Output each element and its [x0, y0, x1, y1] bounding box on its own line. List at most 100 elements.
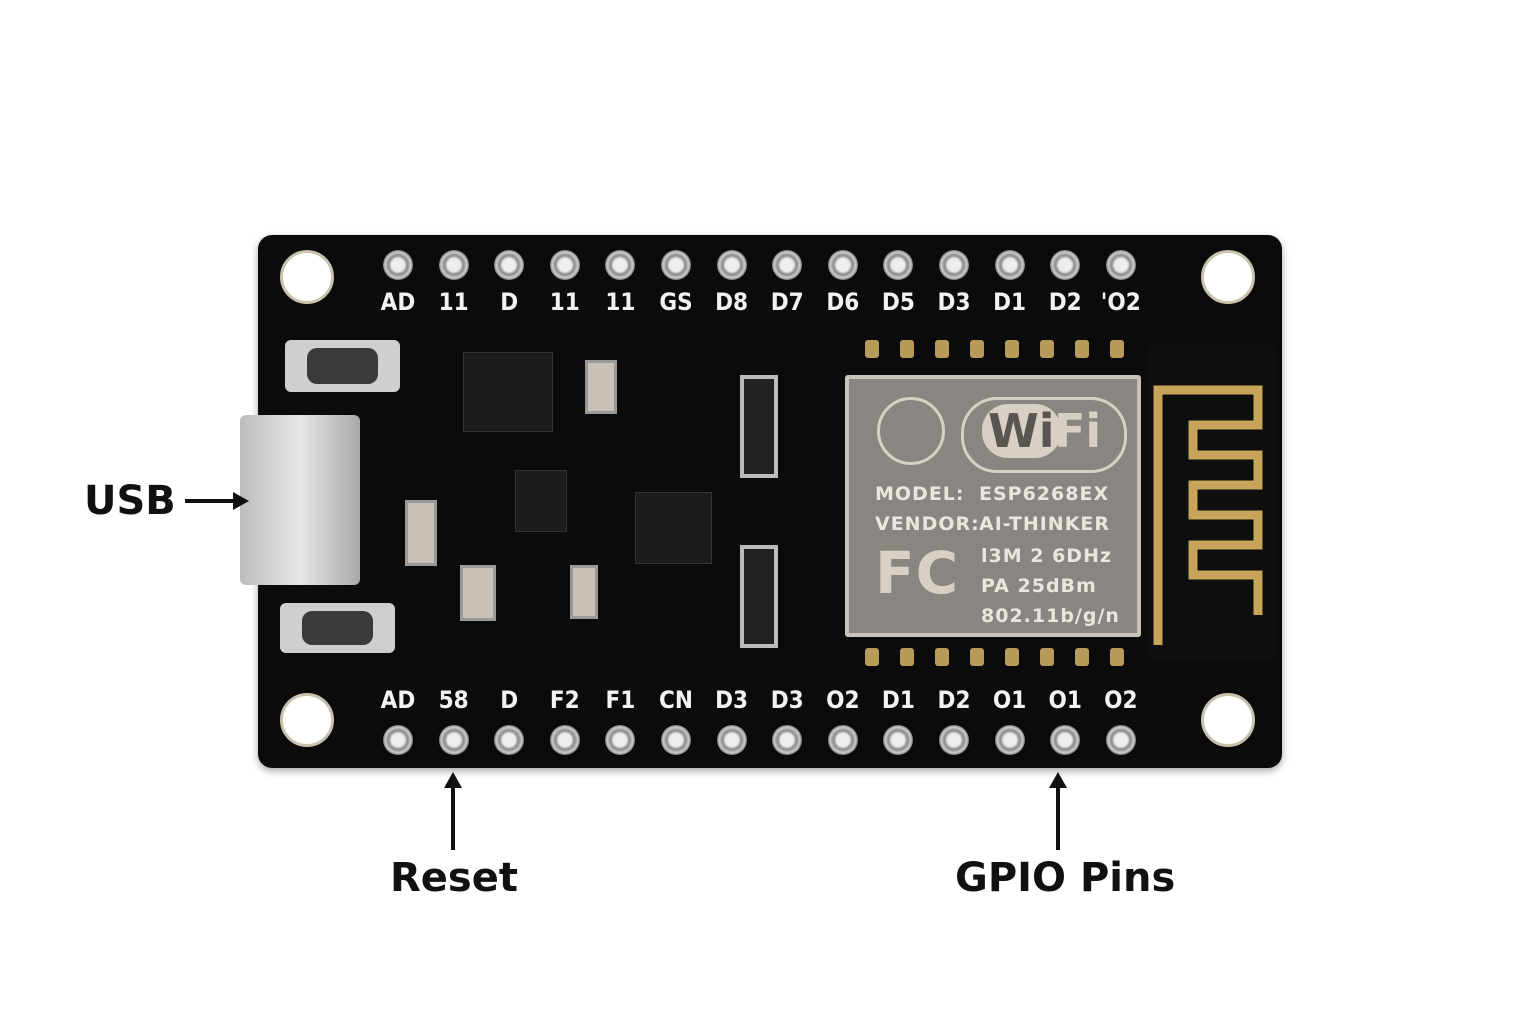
flash-spec: l3M 2 6DHz [981, 545, 1113, 567]
diode [740, 375, 778, 478]
pin-label: D3 [937, 288, 971, 316]
header-pin [661, 250, 691, 280]
mounting-hole [1201, 250, 1255, 304]
pin-label: F1 [605, 686, 636, 714]
diode [740, 545, 778, 648]
flash-button[interactable] [285, 340, 400, 392]
usb-arrow-icon [185, 492, 249, 510]
header-pin [1050, 725, 1081, 755]
header-pin [438, 725, 469, 755]
header-pin [883, 725, 914, 755]
module-pad [865, 340, 879, 358]
pin-label: AD [380, 288, 416, 316]
header-pin [549, 725, 580, 755]
header-pin [827, 250, 858, 280]
usb-serial-chip [635, 492, 712, 564]
pin-label: D3 [770, 686, 804, 714]
pin-label: GS [659, 288, 693, 316]
module-pad [1005, 648, 1019, 666]
header-pin [605, 725, 636, 755]
vendor-label: VENDOR: [875, 513, 980, 535]
pin-label: O1 [992, 686, 1027, 714]
header-pin [494, 250, 525, 280]
pin-label: D8 [715, 288, 749, 316]
module-pad [900, 340, 914, 358]
pin-label: D7 [770, 288, 804, 316]
header-pin [605, 250, 636, 280]
regulator-chip [463, 352, 553, 432]
pin-label: CN [659, 686, 693, 714]
pin-label: D1 [993, 288, 1027, 316]
module-pad [935, 648, 949, 666]
pin-label: D [500, 288, 519, 316]
header-pin [494, 725, 525, 755]
pin-label: O1 [1048, 686, 1082, 714]
wifi-logo-fi: Fi [1054, 404, 1102, 458]
wifi-logo-wi: Wi [982, 404, 1061, 458]
header-pin [1050, 250, 1081, 280]
mounting-hole [280, 250, 334, 304]
power-spec: PA 25dBm [981, 575, 1097, 597]
pin-label: F2 [549, 686, 580, 714]
pin-label: 58 [438, 686, 469, 714]
header-pin [1105, 250, 1136, 280]
pin-label: D6 [826, 288, 860, 316]
header-pin [549, 250, 580, 280]
pin-label: 11 [438, 288, 469, 316]
pin-label: 'O2 [1100, 288, 1141, 316]
module-pad [865, 648, 879, 666]
header-pin [827, 725, 858, 755]
micro-usb-port[interactable] [240, 415, 360, 585]
mounting-hole [1201, 693, 1255, 747]
capacitor [460, 565, 496, 621]
pcb-antenna [1148, 345, 1276, 660]
header-pin [994, 250, 1025, 280]
header-pin [772, 250, 803, 280]
module-pad [900, 648, 914, 666]
module-pad [935, 340, 949, 358]
module-pad [1075, 648, 1089, 666]
pin-label: D1 [881, 686, 915, 714]
esp-module-shield: Wi Fi MODEL: ESP6268EX VENDOR: AI-THINKE… [845, 375, 1141, 637]
reset-button[interactable] [280, 603, 395, 653]
transistor [515, 470, 567, 532]
gpio-callout-label: GPIO Pins [955, 855, 1176, 901]
capacitor [585, 360, 617, 414]
pin-label: 11 [605, 288, 636, 316]
wifi-logo: Wi Fi [961, 397, 1127, 473]
vendor-value: AI-THINKER [979, 513, 1111, 535]
pin-label: O2 [1104, 686, 1138, 714]
model-value: ESP6268EX [979, 483, 1110, 505]
module-pad [1040, 648, 1054, 666]
resistor [570, 565, 598, 619]
header-pin [383, 250, 413, 280]
header-pin [939, 725, 969, 755]
pin-label: D [500, 686, 519, 714]
usb-callout-label: USB [84, 478, 176, 524]
module-pad [1110, 648, 1124, 666]
module-pad [970, 340, 984, 358]
pin-label: D3 [715, 686, 749, 714]
module-pad [1005, 340, 1019, 358]
reset-callout-label: Reset [390, 855, 518, 901]
header-pin [994, 725, 1025, 755]
header-pin [939, 250, 969, 280]
wifi-standard: 802.11b/g/n [981, 605, 1120, 627]
module-pad [1040, 340, 1054, 358]
header-pin [716, 250, 747, 280]
header-pin [772, 725, 803, 755]
header-pin [1105, 725, 1136, 755]
module-pad [1110, 340, 1124, 358]
pin-label: O2 [826, 686, 860, 714]
pin-label: 11 [549, 288, 580, 316]
header-pin [383, 725, 413, 755]
header-pin [438, 250, 469, 280]
module-pad [1075, 340, 1089, 358]
mounting-hole [280, 693, 334, 747]
reset-arrow-icon [444, 772, 462, 850]
pin-label: AD [380, 686, 416, 714]
module-pad [970, 648, 984, 666]
header-pin [661, 725, 691, 755]
header-pin [883, 250, 914, 280]
fcc-logo: FC [875, 539, 960, 607]
